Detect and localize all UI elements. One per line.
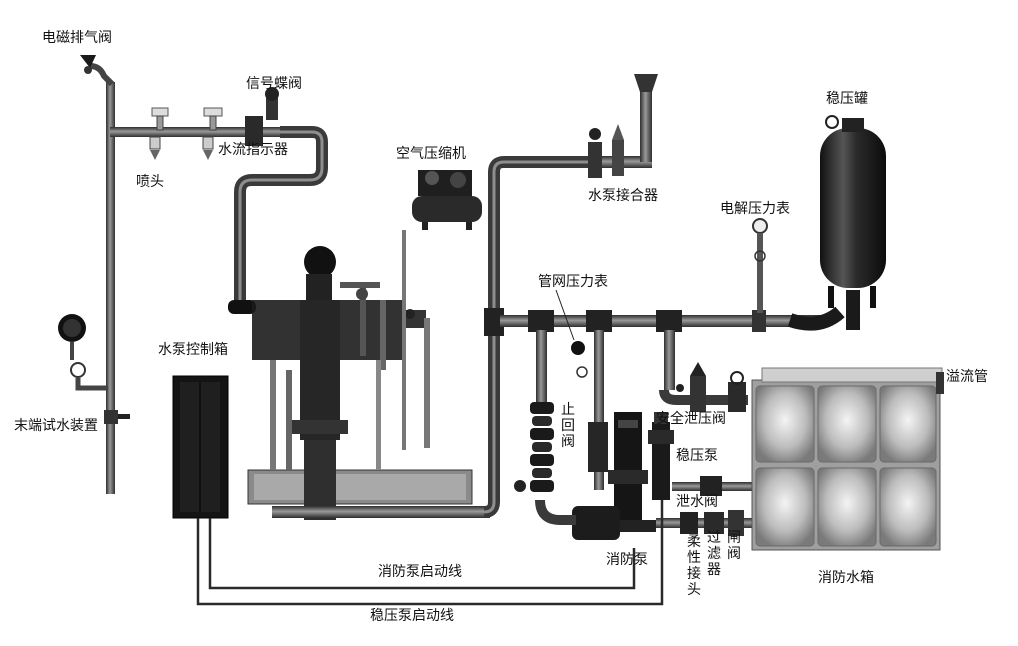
check-valve-icon	[514, 402, 608, 492]
pump-control-box-icon	[172, 375, 229, 519]
main-header-pipe	[500, 306, 845, 332]
air-compressor-label: 空气压缩机	[396, 146, 466, 162]
fire-pump-start-line	[208, 518, 636, 590]
end-test-pressure-gauge-icon	[58, 314, 108, 391]
sprinkler-branch-pipe	[110, 127, 315, 137]
safety-relief-valve-label: 安全泄压阀	[656, 411, 726, 427]
gate-valve-label: 闸阀	[727, 530, 741, 562]
pressure-tank-icon	[820, 115, 886, 330]
fire-water-tank-label: 消防水箱	[818, 570, 874, 586]
header-drop-pipes	[536, 330, 675, 490]
water-flow-indicator-icon	[202, 107, 223, 160]
left-riser-pipe	[89, 63, 115, 494]
solenoid-vent-valve-icon	[80, 55, 96, 74]
stabilizer-pump-start-line	[196, 500, 664, 606]
pump-adapter-label: 水泵接合器	[588, 188, 658, 204]
sprinkler-label: 喷头	[136, 174, 164, 190]
stabilizer-pump-label: 稳压泵	[676, 448, 718, 464]
fire-pump-icon	[535, 412, 656, 540]
filter-label: 过滤器	[707, 530, 721, 578]
fire-pump-start-line-label: 消防泵启动线	[378, 564, 462, 580]
network-pressure-gauge-label: 管网压力表	[538, 274, 608, 290]
sprinkler-main-loop-pipe	[234, 126, 328, 305]
stabilizer-pump-icon	[648, 412, 674, 500]
water-flow-indicator-label: 水流指示器	[218, 142, 288, 158]
stabilizer-pump-start-line-label: 稳压泵启动线	[370, 608, 454, 624]
suction-pipes	[656, 476, 756, 536]
check-valve-label: 止回阀	[561, 402, 575, 450]
flexible-joint-label: 柔性接头	[687, 534, 701, 598]
alarm-valve-station	[228, 246, 473, 520]
station-outlet-pipe	[272, 156, 590, 518]
sprinkler-head-icon	[149, 107, 169, 160]
pump-control-box-label: 水泵控制箱	[158, 342, 228, 358]
electric-pressure-gauge-icon	[752, 218, 768, 313]
signal-butterfly-valve-label: 信号蝶阀	[246, 76, 302, 92]
pressure-tank-label: 稳压罐	[826, 91, 868, 107]
overflow-pipe-label: 溢流管	[946, 369, 988, 385]
signal-butterfly-valve-icon	[245, 87, 279, 146]
network-pressure-gauge-icon	[555, 289, 588, 378]
air-compressor-icon	[402, 170, 482, 450]
end-test-valve-icon	[104, 410, 130, 424]
solenoid-vent-valve-label: 电磁排气阀	[42, 30, 112, 46]
fire-pump-label: 消防泵	[606, 552, 648, 568]
electric-pressure-gauge-label: 电解压力表	[720, 201, 790, 217]
fire-water-tank-icon	[751, 367, 944, 551]
drain-valve-label: 泄水阀	[676, 494, 718, 510]
pump-adapter-icon	[588, 74, 658, 178]
safety-relief-valve-icon	[659, 362, 748, 412]
end-test-device-label: 末端试水装置	[14, 418, 98, 434]
